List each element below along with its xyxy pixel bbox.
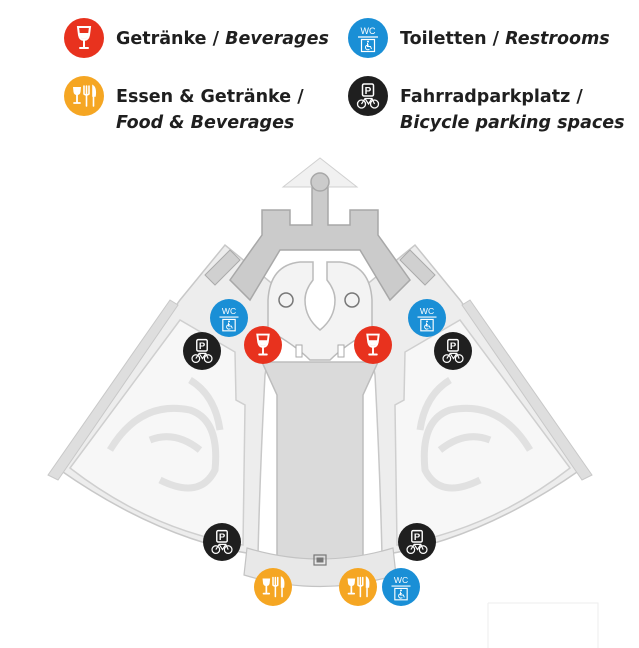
svg-text:WC: WC [420, 306, 434, 316]
food-beverage-icon [64, 76, 104, 116]
bicycle-parking-icon[interactable]: P [434, 332, 472, 370]
bicycle-parking-icon[interactable]: P [203, 523, 241, 561]
wc-icon[interactable]: WC [408, 299, 446, 337]
wc-icon: WC [348, 18, 388, 58]
fountain-left [278, 292, 294, 308]
fountain-right [344, 292, 360, 308]
legend-label-beverages: Getränke / Beverages [116, 29, 329, 49]
wine-glass-icon[interactable] [244, 326, 282, 364]
wc-icon[interactable]: WC [210, 299, 248, 337]
bicycle-parking-icon[interactable]: P [398, 523, 436, 561]
legend-restrooms: WC Toiletten / Restrooms [348, 18, 610, 58]
right-annex [399, 249, 436, 286]
food-beverage-icon[interactable] [254, 568, 292, 606]
wine-glass-icon [64, 18, 104, 58]
svg-text:P: P [219, 532, 226, 543]
main-building [229, 187, 411, 302]
wine-glass-icon[interactable] [354, 326, 392, 364]
svg-text:P: P [199, 341, 206, 352]
garden-paths [106, 376, 534, 492]
svg-text:WC: WC [394, 575, 408, 585]
pillar-left [295, 344, 303, 358]
food-beverage-icon[interactable] [339, 568, 377, 606]
left-annex [204, 249, 241, 286]
pillar-right [337, 344, 345, 358]
info-point-icon [313, 554, 327, 566]
svg-text:WC: WC [361, 26, 376, 36]
legend-beverages: Getränke / Beverages [64, 18, 329, 58]
legend-bicycle: P Fahrradparkplatz /Bicycle parking spac… [348, 76, 625, 136]
bicycle-parking-icon[interactable]: P [183, 332, 221, 370]
offscreen-building [487, 602, 599, 648]
svg-text:WC: WC [222, 306, 236, 316]
tower-dome [310, 172, 330, 192]
svg-text:P: P [450, 341, 457, 352]
svg-text:P: P [365, 86, 372, 97]
wc-icon[interactable]: WC [382, 568, 420, 606]
inner-courtyard [267, 261, 373, 361]
legend-label-bicycle: Fahrradparkplatz /Bicycle parking spaces [400, 87, 625, 133]
svg-text:P: P [414, 532, 421, 543]
left-edge-strip [47, 299, 179, 481]
right-edge-strip [461, 299, 593, 481]
bicycle-parking-icon: P [348, 76, 388, 116]
legend-food: Essen & Getränke /Food & Beverages [64, 76, 304, 136]
info-point-icon-inner [316, 557, 324, 563]
central-corridor [260, 361, 380, 571]
legend-label-food: Essen & Getränke /Food & Beverages [116, 87, 304, 133]
legend-label-restrooms: Toiletten / Restrooms [400, 29, 610, 49]
right-garden [394, 319, 572, 546]
